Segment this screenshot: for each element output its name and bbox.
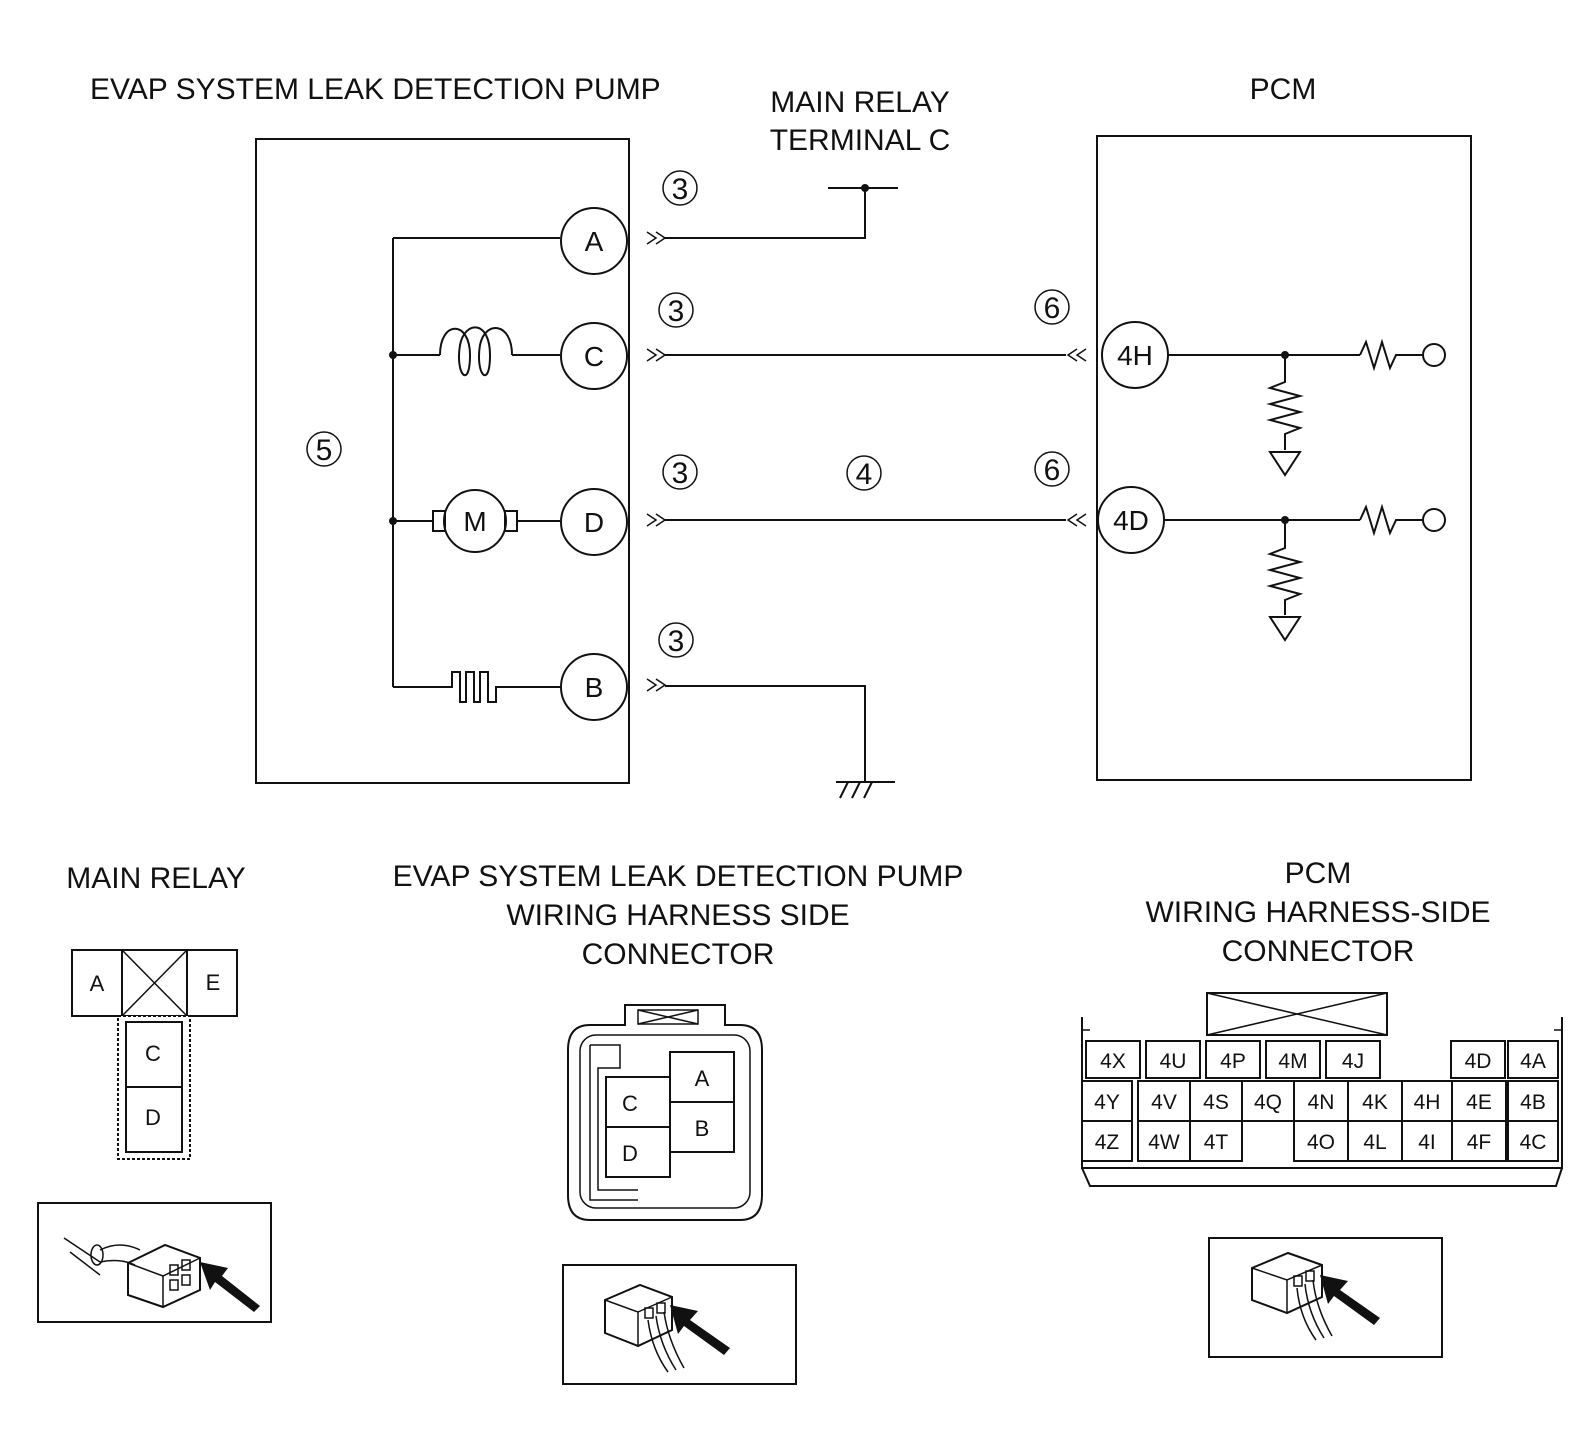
callout-wire-d-mid: 4: [856, 458, 873, 491]
pcm-pin-4i: 4I: [1418, 1131, 1436, 1154]
main-relay-connector: [71, 949, 238, 1160]
main-relay-connector-title: MAIN RELAY: [66, 862, 246, 895]
pcm-pin-4h: 4H: [1414, 1091, 1441, 1114]
connector-view-direction-icon: [562, 1264, 797, 1385]
pump-terminal-d-label: D: [584, 507, 604, 538]
wire-a-to-main-relay: [665, 188, 866, 239]
callout-wire-c: 3: [668, 295, 685, 328]
heater-element-icon: [393, 671, 560, 703]
pcm-pin-4z: 4Z: [1095, 1131, 1120, 1154]
pcm-title: PCM: [1250, 73, 1317, 106]
pump-terminal-c: [560, 322, 628, 390]
callout-pcm-4h: 6: [1044, 292, 1061, 325]
connector-chevron-icon: [1066, 348, 1087, 527]
pull-up-resistor-icon: [1359, 503, 1422, 537]
pcm-pin-4y: 4Y: [1094, 1091, 1120, 1114]
pump-title: EVAP SYSTEM LEAK DETECTION PUMP: [90, 73, 661, 106]
callout-wire-b: 3: [668, 625, 685, 658]
wire-b-to-ground: [665, 685, 866, 782]
pcm-pin-4n: 4N: [1308, 1091, 1335, 1114]
callout-group: 3 3 3 3 5 4 6 6: [306, 170, 1070, 658]
pcm-pin-4d: 4D: [1465, 1050, 1492, 1073]
pull-down-resistor-icon: [1266, 520, 1304, 615]
pcm-pin-4b: 4B: [1520, 1091, 1546, 1114]
pcm-body-box: [1096, 135, 1472, 781]
pump-connector-terminal-a: A: [695, 1066, 710, 1091]
pcm-pin-4f: 4F: [1467, 1131, 1492, 1154]
pcm-pin-4w: 4W: [1148, 1131, 1180, 1154]
callout-pump-body: 5: [316, 434, 333, 467]
pull-down-resistor-icon: [1266, 355, 1304, 450]
pcm-pin-4x: 4X: [1100, 1050, 1126, 1073]
motor-label: M: [463, 506, 486, 537]
pcm-pin-4a: 4A: [1520, 1050, 1546, 1073]
pcm-pin-4p: 4P: [1220, 1050, 1246, 1073]
pcm-pin-4l: 4L: [1363, 1131, 1386, 1154]
pcm-connector-title-line2: WIRING HARNESS-SIDE: [1145, 896, 1490, 929]
pcm-pin-4j: 4J: [1342, 1050, 1364, 1073]
pcm-connector-title-line1: PCM: [1285, 857, 1352, 890]
main-relay-terminal-d: D: [145, 1105, 161, 1130]
pump-connector-title-line2: WIRING HARNESS SIDE: [506, 899, 849, 932]
pcm-pin-4q: 4Q: [1254, 1091, 1282, 1114]
main-relay-terminal-a: A: [90, 971, 105, 996]
pump-connector-terminal-d: D: [622, 1141, 638, 1166]
pump-connector-terminal-c: C: [622, 1091, 638, 1116]
pump-body-box: [255, 138, 630, 784]
callout-pcm-4d: 6: [1044, 454, 1061, 487]
pcm-pin-4e: 4E: [1466, 1091, 1492, 1114]
pcm-pin-4v: 4V: [1151, 1091, 1177, 1114]
pcm-connector-title-line3: CONNECTOR: [1222, 935, 1415, 968]
pcm-pin-4s: 4S: [1203, 1091, 1229, 1114]
connector-view-direction-icon: [1208, 1237, 1443, 1358]
connector-view-direction-icon: [37, 1202, 272, 1323]
pcm-pin-4u: 4U: [1160, 1050, 1187, 1073]
pump-connector-terminal-b: B: [695, 1116, 710, 1141]
main-relay-terminal-title-line2: TERMINAL C: [770, 124, 951, 157]
pcm-pin-4k: 4K: [1362, 1091, 1388, 1114]
supply-terminal-icon: [1422, 343, 1446, 367]
pcm-pin-4m: 4M: [1278, 1050, 1307, 1073]
main-relay-terminal-e: E: [206, 970, 221, 995]
main-relay-terminal-title-line1: MAIN RELAY: [770, 86, 950, 119]
callout-wire-d: 3: [672, 457, 689, 490]
pcm-pin-4c: 4C: [1520, 1131, 1547, 1154]
pump-terminal-b-label: B: [585, 672, 604, 703]
pcm-terminal-4d-label: 4D: [1113, 505, 1149, 536]
pump-connector-title-line1: EVAP SYSTEM LEAK DETECTION PUMP: [393, 860, 964, 893]
pump-terminal-a-label: A: [585, 226, 604, 257]
pull-up-resistor-icon: [1359, 338, 1422, 372]
callout-wire-a: 3: [672, 173, 689, 206]
pump-connector-title-line3: CONNECTOR: [582, 938, 775, 971]
pump-terminal-c-label: C: [584, 341, 604, 372]
ground-icon: [836, 781, 895, 799]
supply-terminal-icon: [1422, 508, 1446, 532]
pump-terminal-d: [560, 488, 628, 556]
signal-ground-icon: [1268, 451, 1302, 477]
pump-terminal-a: [560, 207, 628, 275]
pcm-pin-4o: 4O: [1307, 1131, 1335, 1154]
pcm-pin-4t: 4T: [1204, 1131, 1229, 1154]
pump-terminal-b: [560, 653, 628, 721]
solenoid-coil-icon: [439, 326, 513, 377]
pump-connector: [567, 1004, 763, 1221]
junction-dot: [861, 184, 869, 192]
signal-ground-icon: [1268, 616, 1302, 642]
main-relay-terminal-c: C: [145, 1041, 161, 1066]
pcm-connector: [1081, 992, 1563, 1187]
pcm-terminal-4h-label: 4H: [1117, 340, 1153, 371]
